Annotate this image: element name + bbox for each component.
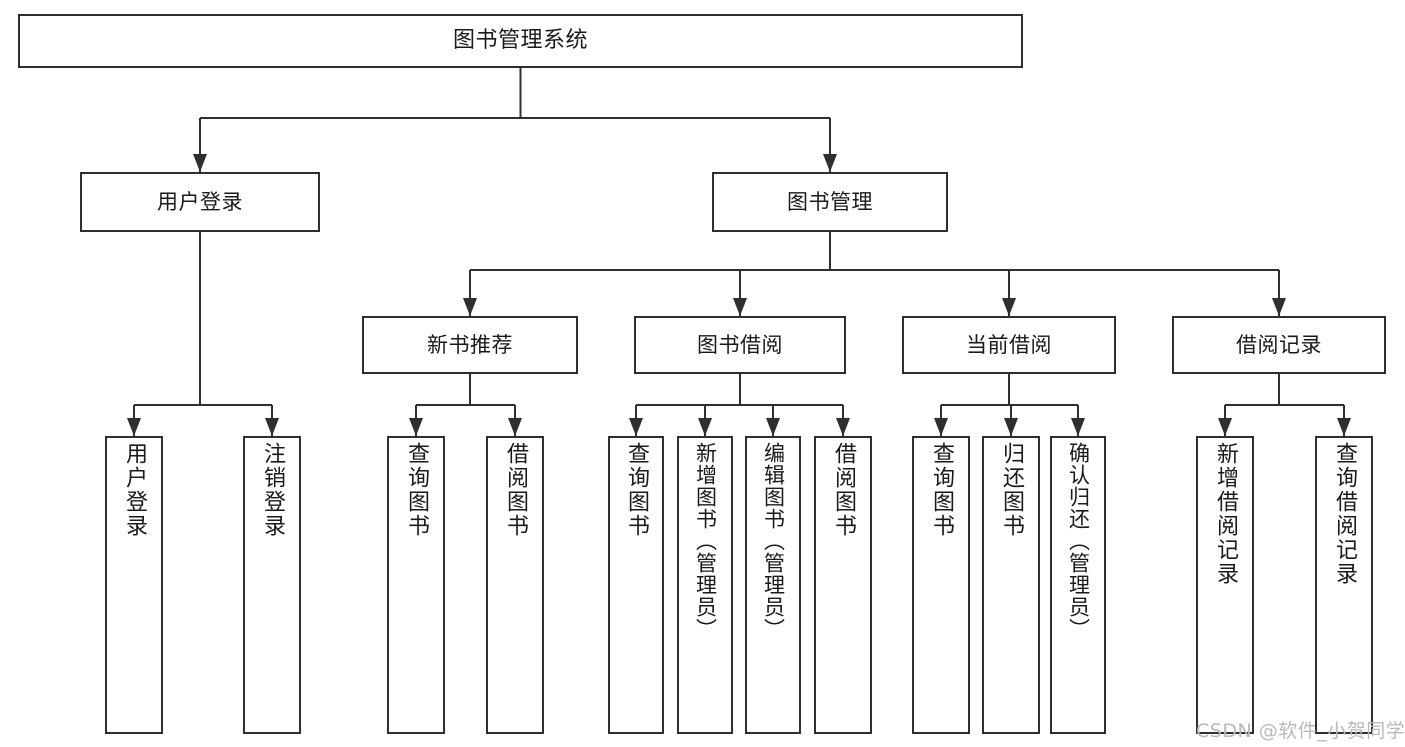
node-label: 用户登录 [157, 189, 243, 214]
arrow-head [463, 298, 477, 316]
node-label: 新增借阅记录 [1213, 442, 1238, 586]
arrow-head [1002, 298, 1016, 316]
node-label: 查询图书 [929, 442, 954, 538]
arrow-head [508, 418, 522, 436]
node-leaf-bb-borrow[interactable]: 借阅图书 [814, 436, 872, 734]
node-leaf-rec-borrow[interactable]: 借阅图书 [486, 436, 544, 734]
arrow-head [1272, 298, 1286, 316]
arrow-head [265, 418, 279, 436]
node-label: 确认归还（管理员） [1066, 442, 1091, 640]
arrow-head [733, 298, 747, 316]
arrow-head [1004, 418, 1018, 436]
node-leaf-cb-return[interactable]: 归还图书 [982, 436, 1040, 734]
node-label: 归还图书 [999, 442, 1024, 538]
arrow-head [409, 418, 423, 436]
node-current-borrow[interactable]: 当前借阅 [902, 316, 1116, 374]
arrow-head [127, 418, 141, 436]
node-label: 借阅图书 [831, 442, 856, 538]
arrow-head [823, 154, 837, 172]
watermark: CSDN @软件_小贺同学 [1196, 720, 1405, 742]
node-label: 借阅记录 [1236, 332, 1322, 357]
arrow-head [1071, 418, 1085, 436]
node-leaf-bb-edit[interactable]: 编辑图书（管理员） [745, 436, 801, 734]
node-label: 图书管理 [787, 189, 873, 214]
node-label: 查询借阅记录 [1332, 442, 1357, 586]
node-book-borrow[interactable]: 图书借阅 [634, 316, 846, 374]
node-label: 注销登录 [260, 442, 285, 538]
node-label: 图书借阅 [697, 332, 783, 357]
node-label: 查询图书 [624, 442, 649, 538]
node-leaf-bb-add[interactable]: 新增图书（管理员） [677, 436, 733, 734]
arrow-head [1337, 418, 1351, 436]
node-new-book-rec[interactable]: 新书推荐 [362, 316, 578, 374]
node-label: 查询图书 [404, 442, 429, 538]
node-label: 新增图书（管理员） [693, 442, 718, 640]
arrow-head [766, 418, 780, 436]
arrow-head [193, 154, 207, 172]
node-leaf-br-query[interactable]: 查询借阅记录 [1315, 436, 1373, 734]
node-user-login[interactable]: 用户登录 [80, 172, 320, 232]
node-leaf-cb-query[interactable]: 查询图书 [912, 436, 970, 734]
node-label: 图书管理系统 [452, 28, 588, 54]
arrow-head [629, 418, 643, 436]
arrow-head [1218, 418, 1232, 436]
node-label: 借阅图书 [503, 442, 528, 538]
node-leaf-rec-query[interactable]: 查询图书 [387, 436, 445, 734]
node-label: 编辑图书（管理员） [761, 442, 786, 640]
node-leaf-cb-confirm[interactable]: 确认归还（管理员） [1050, 436, 1106, 734]
node-leaf-user-login[interactable]: 用户登录 [105, 436, 163, 734]
arrow-head [698, 418, 712, 436]
node-root[interactable]: 图书管理系统 [18, 14, 1023, 68]
arrow-head [934, 418, 948, 436]
node-leaf-br-add[interactable]: 新增借阅记录 [1196, 436, 1254, 734]
node-label: 用户登录 [122, 442, 147, 538]
node-borrow-record[interactable]: 借阅记录 [1172, 316, 1386, 374]
node-book-manage[interactable]: 图书管理 [712, 172, 948, 232]
node-label: 当前借阅 [966, 332, 1052, 357]
node-leaf-user-logout[interactable]: 注销登录 [243, 436, 301, 734]
node-label: 新书推荐 [427, 332, 513, 357]
arrow-head [836, 418, 850, 436]
node-leaf-bb-query[interactable]: 查询图书 [608, 436, 664, 734]
